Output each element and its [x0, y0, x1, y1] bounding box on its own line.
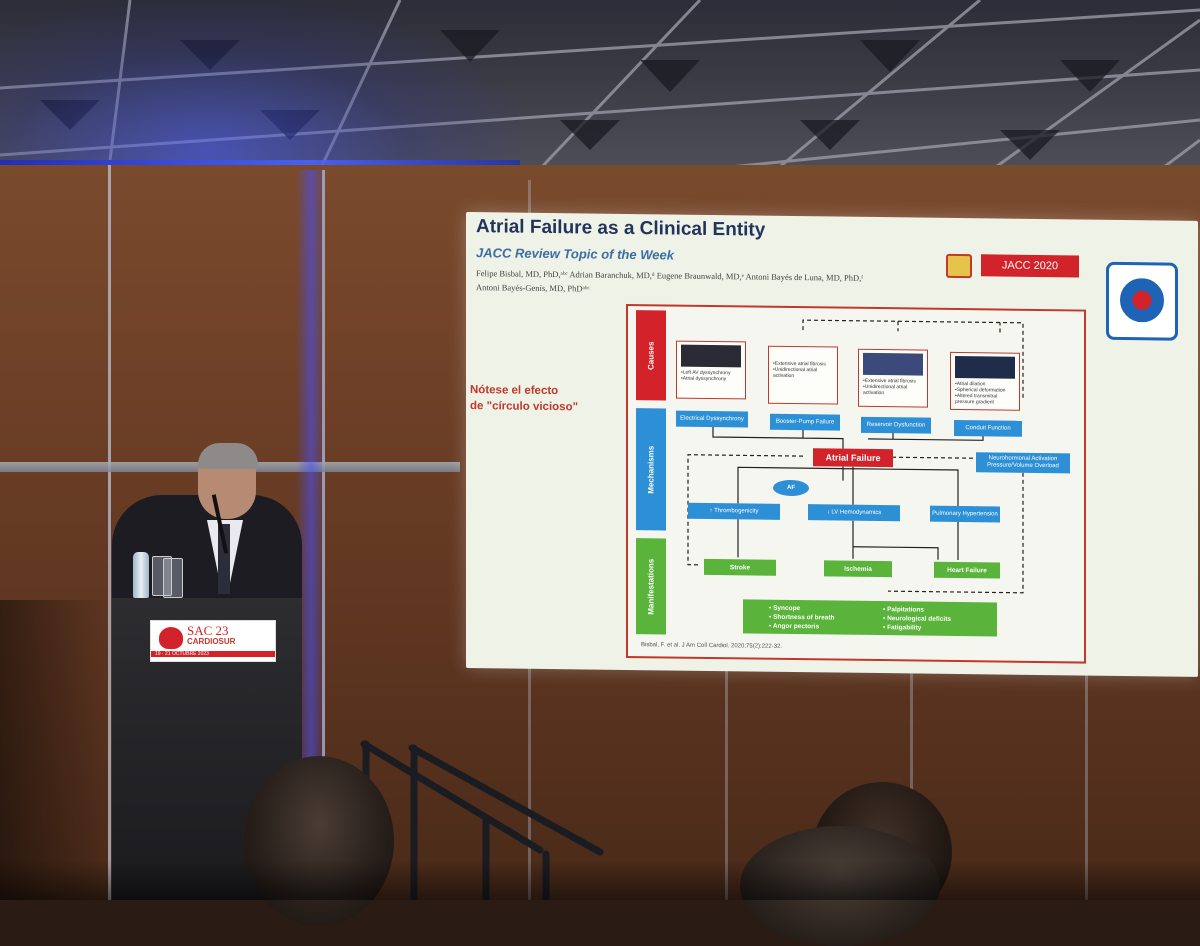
heart-emblem-icon [1117, 274, 1167, 326]
cause-box: •Extensive atrial fibrosis •Unidirection… [768, 345, 838, 405]
cause-box: •Left AV dyssynchrony •Atrial dyssynchro… [676, 340, 746, 400]
water-glass [163, 558, 183, 598]
audience-head [244, 756, 394, 926]
ecg-image-icon [681, 344, 741, 368]
diagram-arrows [687, 319, 1024, 594]
wall-seam [910, 660, 913, 900]
cause-box: •Extensive atrial fibrosis •Unidirection… [858, 348, 928, 408]
slide-subtitle: JACC Review Topic of the Week [476, 245, 674, 263]
neurohormonal-box: Neurohormonal Activation Pressure/Volume… [976, 452, 1070, 474]
mechanism-box: Electrical Dyssynchrony [676, 410, 748, 428]
sign-sub-text: CARDIOSUR [187, 637, 236, 646]
section-mechanisms: Mechanisms [636, 408, 666, 531]
cause-box: •Atrial dilation •Spherical deformation … [950, 351, 1020, 411]
blue-stage-light [0, 0, 520, 190]
projected-slide: Atrial Failure as a Clinical Entity JACC… [466, 212, 1198, 677]
symptoms-left: • Syncope • Shortness of breath • Angor … [769, 604, 834, 632]
sign-main-text: SAC 23 [187, 623, 229, 638]
atrium-scan-icon [955, 355, 1015, 379]
slide-title: Atrial Failure as a Clinical Entity [476, 216, 766, 241]
cause-text: •Left AV dyssynchrony •Atrial dyssynchro… [681, 369, 731, 383]
atrium-image-icon [863, 352, 923, 376]
jacc-badge: JACC 2020 [981, 254, 1079, 278]
foreground-shadow [0, 860, 1200, 900]
speaker-hair [198, 443, 258, 469]
society-logo-icon [1106, 261, 1178, 341]
slide-authors: Felipe Bisbal, MD, PhD,ᵃᵇᶜ Adrian Baranc… [476, 266, 996, 300]
symptom-item: • Fatigability [883, 624, 922, 632]
atrial-failure-diagram: Causes Mechanisms Manifestations •Left A… [626, 303, 1086, 664]
slide-note: Nótese el efecto de "círculo vicioso" [470, 382, 578, 415]
sign-stripe [151, 651, 275, 657]
shadow [0, 600, 110, 900]
cause-text: •Extensive atrial fibrosis •Unidirection… [863, 377, 916, 397]
consequence-box: Pulmonary Hypertension [930, 505, 1000, 523]
cause-text: •Atrial dilation •Spherical deformation … [955, 380, 1006, 406]
journal-logo-icon [946, 253, 972, 279]
wall-seam [725, 660, 728, 900]
atrial-failure-box: Atrial Failure [813, 448, 893, 468]
wall-seam [108, 165, 111, 900]
symptom-item: • Angor pectoris [769, 622, 820, 631]
heart-logo-icon [159, 627, 183, 649]
manifestation-box: Heart Failure [934, 561, 1000, 579]
water-bottle [133, 552, 149, 598]
mechanism-box: Reservoir Dysfunction [861, 416, 931, 434]
af-ellipse: AF [773, 479, 809, 497]
manifestation-box: Ischemia [824, 560, 892, 578]
sign-date: 19 · 21 OCTUBRE 2023 [155, 651, 209, 657]
manifestation-box: Stroke [704, 558, 776, 576]
consequence-box: ↑ Thrombogenicity [688, 502, 780, 520]
consequence-box: ↓ LV Hemodynamics [808, 504, 900, 522]
note-line: Nótese el efecto [470, 384, 559, 398]
symptoms-right: • Palpitations • Neurological deficits •… [883, 605, 951, 633]
symptoms-box: • Syncope • Shortness of breath • Angor … [743, 599, 997, 637]
wall-seam [1085, 660, 1088, 900]
podium-sign: SAC 23 CARDIOSUR 19 · 21 OCTUBRE 2023 [150, 620, 276, 662]
section-causes: Causes [636, 310, 666, 401]
mechanism-box: Booster-Pump Failure [770, 413, 840, 431]
mechanism-box: Conduit Function [954, 419, 1022, 437]
note-line: de "círculo vicioso" [470, 400, 579, 414]
section-manifestations: Manifestations [636, 538, 666, 635]
water-glass [152, 556, 172, 596]
cause-text: •Extensive atrial fibrosis •Unidirection… [773, 360, 826, 380]
